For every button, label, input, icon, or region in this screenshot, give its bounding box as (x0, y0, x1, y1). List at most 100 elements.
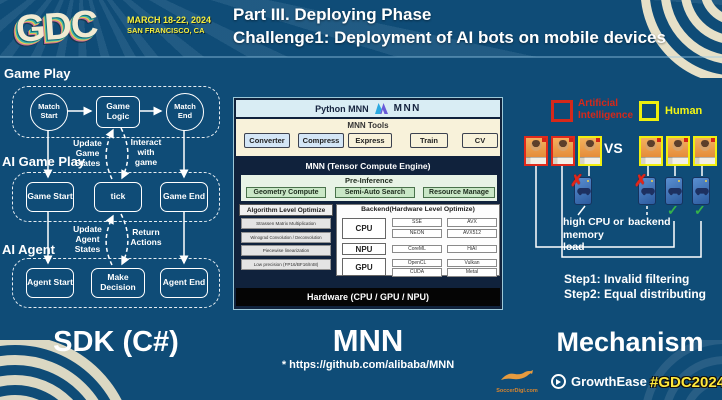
pre-inference-section: Pre-Inference Geometry Compute Semi-Auto… (241, 175, 497, 201)
slide-title-line1: Part III. Deploying Phase (233, 5, 432, 24)
player-card-human-2 (639, 136, 663, 166)
chip-metal: Metal (447, 268, 497, 277)
gamepad-icon (668, 187, 682, 196)
node-agent-start: Agent Start (26, 268, 74, 298)
chip-avx512: AVX512 (447, 229, 497, 238)
chip-opencl: OpenCL (392, 258, 442, 267)
algo-item-winograd: Winograd Convolution / Deconvolution (241, 231, 331, 243)
chip-cuda: CUDA (392, 268, 442, 277)
card-badge (569, 138, 573, 142)
ai-game-play-group-box (12, 172, 220, 222)
node-match-start: Match Start (30, 93, 68, 131)
header-beams-decoration (0, 0, 722, 57)
partner-name: SoccerDigi.com (496, 388, 538, 394)
algo-item-low-precision: Low precision (FP16/BF16/Int8) (241, 258, 331, 270)
legend-human-swatch (639, 101, 659, 121)
node-agent-end: Agent End (160, 268, 208, 298)
sdk-caption: SDK (C#) (53, 326, 179, 358)
invalid-cross-icon: ✗ (570, 173, 584, 190)
header-divider (0, 56, 722, 58)
tool-compress: Compress (298, 133, 344, 148)
algorithm-optimize-panel: Algorithm Level Optimize Strassen Matrix… (239, 204, 333, 276)
algo-item-strassen: Strassen Matrix Multiplication (241, 218, 331, 229)
backend-cpu-box: CPU (342, 218, 386, 239)
python-mnn-label: Python MNN (315, 103, 369, 114)
card-badge (684, 138, 688, 142)
growthease-logo: GrowthEase (551, 374, 647, 389)
tool-train: Train (410, 133, 448, 148)
label-backend: backend (628, 216, 671, 228)
phone-valid-1 (665, 177, 683, 205)
phone-valid-2 (692, 177, 710, 205)
player-card-human-1 (578, 136, 602, 166)
edge-label-update-game-states: Update Game States (73, 138, 102, 169)
slide-title-line2: Challenge1: Deployment of AI bots on mob… (233, 28, 666, 47)
vs-label: VS (604, 140, 623, 156)
card-badge (711, 138, 715, 142)
edge-label-interact-with-game: Interact with game (130, 137, 162, 168)
backend-gpu-box: GPU (342, 258, 386, 276)
ai-agent-group-box (12, 258, 220, 308)
pre-inf-resource-manage: Resource Manage (423, 187, 495, 198)
node-game-start: Game Start (26, 182, 74, 212)
card-badge (657, 138, 661, 142)
edge-label-update-agent-states: Update Agent States (73, 224, 102, 255)
pre-inference-title: Pre-Inference (345, 176, 393, 185)
player-card-ai-2 (551, 136, 575, 166)
legend-human-label: Human (665, 105, 703, 117)
pre-inf-geometry-compute: Geometry Compute (246, 187, 326, 198)
player-card-human-3 (666, 136, 690, 166)
event-date-text: MARCH 18-22, 2024 (127, 15, 212, 25)
bottom-left-swirl-decoration (0, 340, 122, 400)
python-mnn-bar: Python MNN MNN (236, 100, 500, 117)
hardware-bar: Hardware (CPU / GPU / NPU) (236, 288, 500, 306)
step2-text: Step2: Equal distributing (564, 287, 707, 301)
node-match-end: Match End (166, 93, 204, 131)
node-tick: tick (94, 182, 142, 212)
gamepad-icon (695, 187, 709, 196)
growthease-icon (551, 374, 566, 389)
event-dates: MARCH 18-22, 2024 SAN FRANCISCO, CA (127, 15, 211, 35)
node-make-decision: Make Decision (91, 268, 145, 298)
backend-title: Backend(Hardware Level Optimize) (361, 206, 475, 213)
mnn-caption: MNN (332, 323, 404, 358)
section-label-ai-game-play: AI Game Play (2, 154, 86, 169)
chip-hiai: HiAI (447, 244, 497, 253)
gdc-logo: GDC (14, 3, 99, 51)
event-location-text: SAN FRANCISCO, CA (127, 25, 205, 35)
algo-item-piecewise: Piecewise linearization (241, 245, 331, 256)
backend-npu-box: NPU (342, 243, 386, 255)
phone-overloaded-2: ✗ (634, 173, 656, 205)
partner-logo: SoccerDigi.com (486, 368, 548, 394)
card-badge (542, 138, 546, 142)
phone-overloaded-1: ✗ (570, 173, 592, 205)
chip-coreml: CoreML (392, 244, 442, 253)
event-hashtag: #GDC2024 (650, 374, 722, 391)
leaping-cat-icon (501, 370, 533, 380)
edge-label-return-actions: Return Actions (130, 227, 162, 248)
chip-neon: NEON (392, 229, 442, 238)
legend-ai-swatch (551, 100, 573, 122)
growthease-wordmark: GrowthEase (571, 374, 647, 389)
section-label-ai-agent: AI Agent (2, 242, 55, 257)
label-high-load: high CPU or memory load (563, 216, 624, 254)
player-card-human-4 (693, 136, 717, 166)
mnn-logo-icon (374, 103, 388, 114)
legend-ai-label: Artificial Intelligence (578, 98, 634, 121)
section-label-game-play: Game Play (4, 66, 71, 81)
invalid-cross-icon: ✗ (634, 173, 648, 190)
mnn-footnote-link: * https://github.com/alibaba/MNN (281, 359, 455, 371)
step1-text: Step1: Invalid filtering (564, 272, 690, 286)
tool-converter: Converter (244, 133, 290, 148)
game-play-group-box (12, 86, 220, 138)
mnn-tools-title: MNN Tools (347, 121, 389, 130)
player-card-ai-1 (524, 136, 548, 166)
backend-panel: Backend(Hardware Level Optimize) CPU SSE… (336, 204, 500, 277)
chip-vulkan: Vulkan (447, 258, 497, 267)
card-badge (596, 138, 600, 142)
mnn-tools-section: MNN Tools Converter Compress Express Tra… (236, 119, 500, 156)
tool-express: Express (348, 133, 392, 148)
chip-avx: AVX (447, 218, 497, 227)
chip-sse: SSE (392, 218, 442, 227)
algorithm-optimize-title: Algorithm Level Optimize (239, 204, 333, 216)
